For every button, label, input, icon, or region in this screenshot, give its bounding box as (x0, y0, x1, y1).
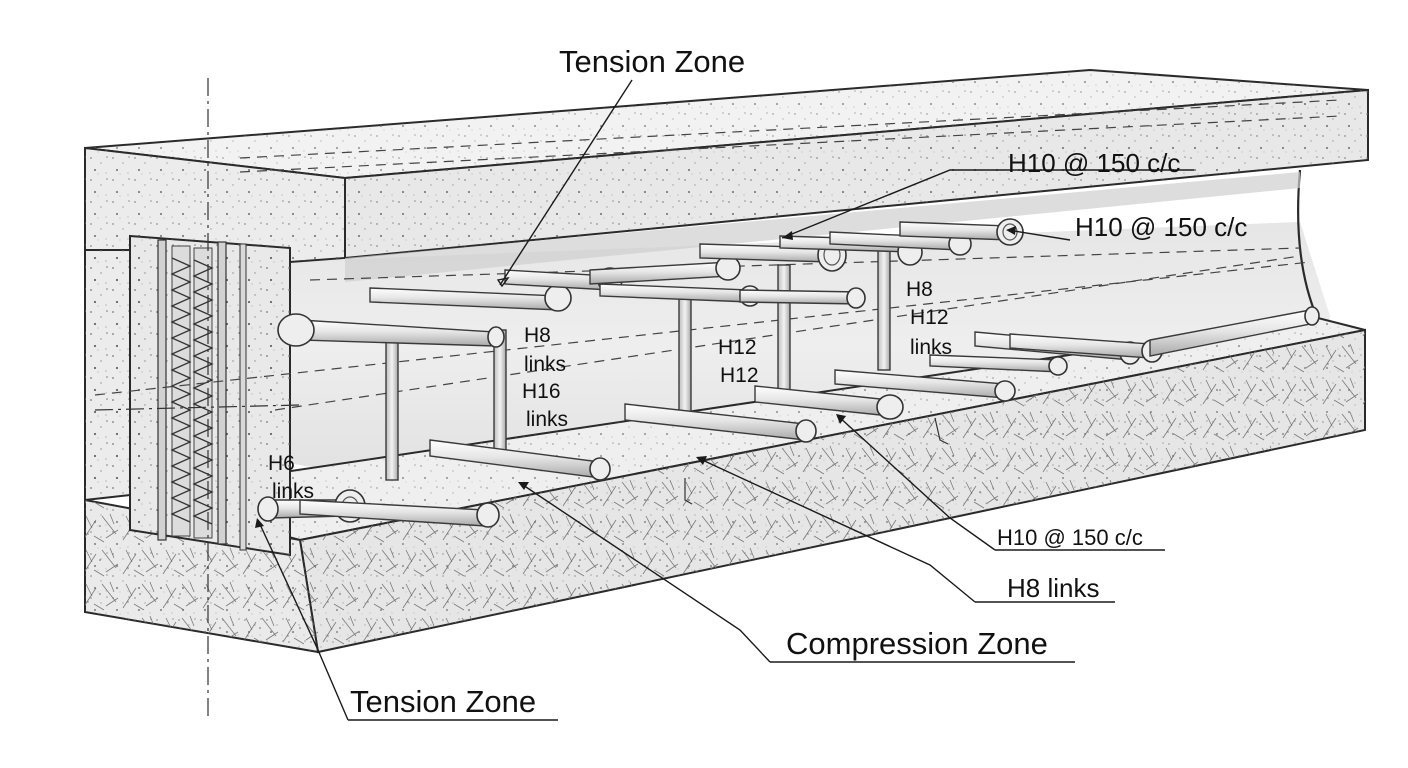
annotations: Tension Zone H10 @ 150 c/c H10 @ 150 c/c… (268, 44, 1247, 719)
end-section-core (129, 234, 291, 557)
links-left-label-2: links (526, 408, 568, 431)
tension-zone-bottom-label: Tension Zone (350, 684, 536, 719)
h10-top-label-2: H10 @ 150 c/c (1075, 212, 1247, 242)
h8-links-bottom-label: H8 links (1007, 573, 1099, 603)
tension-zone-top-label: Tension Zone (559, 44, 745, 79)
vertical-link (678, 289, 692, 426)
vertical-link (877, 249, 891, 371)
vertical-link (493, 329, 507, 456)
h16-left-label: H16 (522, 380, 561, 403)
vertical-link (777, 264, 791, 396)
reinforcement-cage (257, 218, 1320, 528)
h8-right-label: H8 (906, 278, 933, 301)
top-bars (277, 218, 1024, 348)
leader-lines (255, 79, 1194, 721)
h10-top-label-1: H10 @ 150 c/c (1008, 148, 1180, 178)
spiral-rebar-left (170, 257, 192, 523)
links-right-label: links (910, 336, 952, 359)
spiral-rebar-right (192, 259, 214, 525)
vertical-link (385, 329, 399, 481)
h6-label: H6 (268, 452, 295, 475)
h10-bottom-label: H10 @ 150 c/c (997, 525, 1143, 550)
bottom-bars (257, 306, 1320, 528)
h12-mid-label-2: H12 (720, 364, 759, 387)
h12-mid-label-1: H12 (718, 336, 757, 359)
h8-left-label: H8 (524, 324, 551, 347)
links-left-label: links (524, 353, 566, 376)
h6-links-label: links (272, 480, 314, 503)
compression-zone-label: Compression Zone (786, 626, 1048, 661)
h12-right-label: H12 (910, 306, 949, 329)
